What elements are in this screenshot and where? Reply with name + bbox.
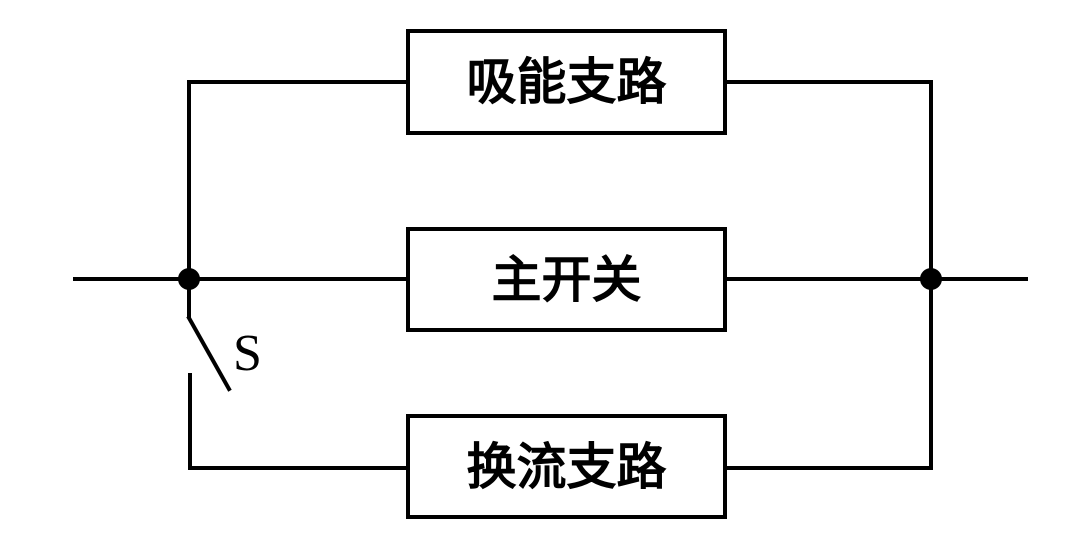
wire-left-bottom-branch [188, 373, 406, 470]
right-junction-dot [920, 268, 942, 290]
commutation-branch-label: 换流支路 [466, 438, 667, 495]
left-junction-dot [178, 268, 200, 290]
switch-blade [186, 315, 232, 392]
commutation-branch-box: 换流支路 [406, 414, 727, 519]
main-switch-box: 主开关 [406, 227, 727, 332]
energy-absorption-branch-box: 吸能支路 [406, 29, 727, 135]
wire-right-bus [727, 80, 933, 470]
main-switch-label: 主开关 [491, 251, 642, 308]
wire-left-bus-top-branch [187, 80, 406, 318]
switch-s-label: S [233, 325, 262, 382]
energy-absorption-branch-label: 吸能支路 [466, 54, 667, 110]
